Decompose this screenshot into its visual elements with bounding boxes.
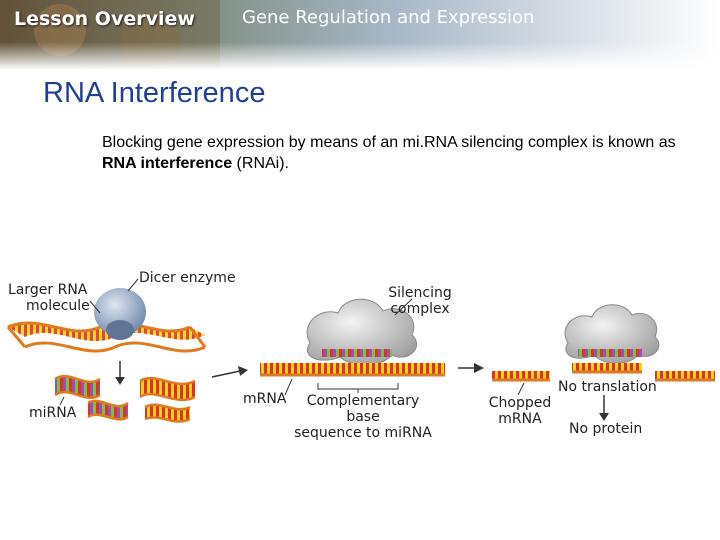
mrna-label: mRNA bbox=[243, 391, 286, 407]
slide-body-text: Blocking gene expression by means of an … bbox=[102, 132, 692, 174]
right-arrow-1 bbox=[212, 366, 248, 377]
larger-rna-label-line2: molecule bbox=[8, 298, 90, 314]
right-arrow-2 bbox=[458, 363, 484, 373]
chopped-leader-line bbox=[518, 383, 524, 395]
complementary-label-line2: sequence to miRNA bbox=[292, 425, 434, 441]
unit-title: Gene Regulation and Expression bbox=[242, 7, 534, 28]
chopped-mrna-fragments bbox=[492, 363, 715, 380]
larger-rna-label: Larger RNA molecule bbox=[8, 282, 90, 314]
slide-title: RNA Interference bbox=[43, 77, 265, 110]
silencing-complex-label: Silencing complex bbox=[386, 285, 454, 317]
down-arrow-2 bbox=[599, 395, 609, 421]
body-text-term: RNA interference bbox=[102, 155, 232, 172]
silencing-complex-2 bbox=[565, 305, 659, 364]
rnai-diagram: Larger RNA molecule Dicer enzyme miRNA S… bbox=[0, 255, 720, 455]
lesson-overview-label: Lesson Overview bbox=[14, 8, 195, 30]
complementary-bracket bbox=[318, 383, 398, 393]
down-arrow-1 bbox=[115, 361, 125, 385]
chopped-mrna-label: Chopped mRNA bbox=[486, 395, 554, 427]
complementary-label-line1: Complementary base bbox=[292, 393, 434, 425]
chopped-label-line2: mRNA bbox=[486, 411, 554, 427]
mrna-strand bbox=[260, 363, 445, 375]
body-text-suffix: (RNAi). bbox=[232, 155, 289, 172]
no-translation-label: No translation bbox=[558, 379, 657, 395]
silencing-label-line1: Silencing bbox=[386, 285, 454, 301]
slide-header: Lesson Overview Gene Regulation and Expr… bbox=[0, 0, 720, 70]
silencing-label-line2: complex bbox=[386, 301, 454, 317]
chopped-label-line1: Chopped bbox=[486, 395, 554, 411]
dicer-leader-line bbox=[128, 279, 138, 291]
mirna-label: miRNA bbox=[29, 405, 76, 421]
larger-rna-label-line1: Larger RNA bbox=[8, 282, 90, 298]
mirna-leader-line bbox=[60, 397, 64, 405]
complementary-sequence-label: Complementary base sequence to miRNA bbox=[292, 393, 434, 441]
dicer-enzyme-label: Dicer enzyme bbox=[139, 270, 236, 286]
no-protein-label: No protein bbox=[569, 421, 642, 437]
body-text-prefix: Blocking gene expression by means of an … bbox=[102, 134, 676, 151]
